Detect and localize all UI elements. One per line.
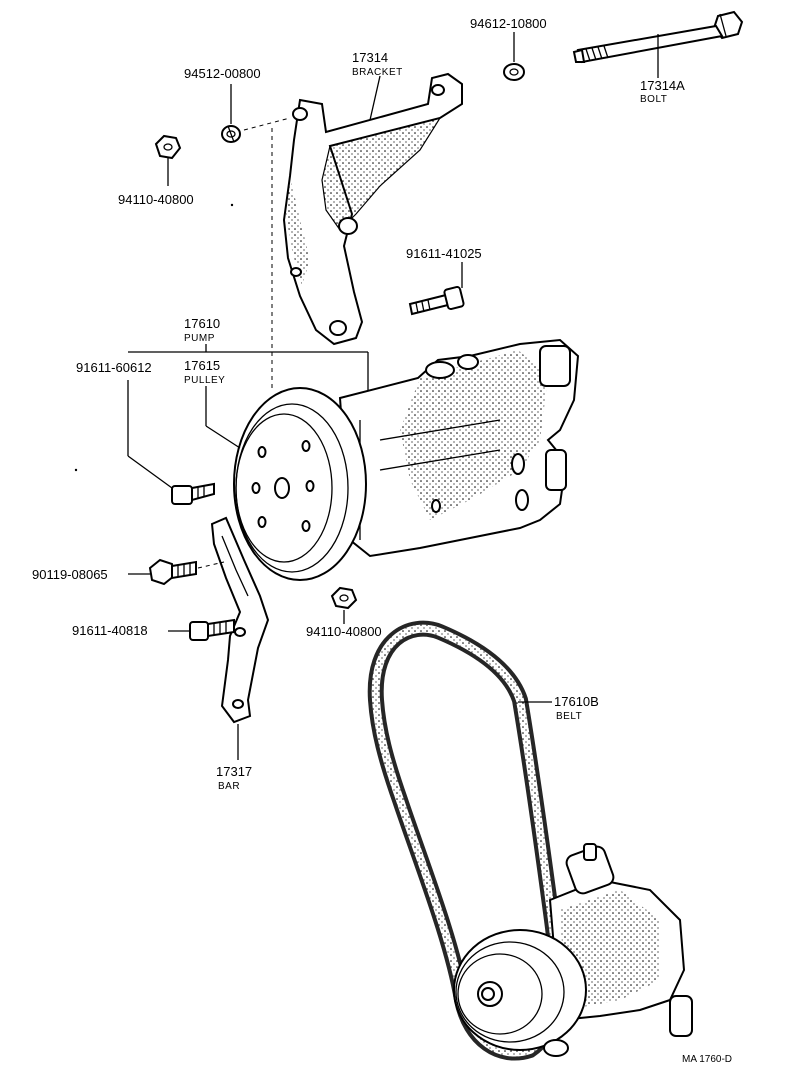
label-washer-top-num: 94612-10800	[470, 16, 547, 31]
label-bolt-long-num: 17314A	[640, 78, 685, 93]
bar-part[interactable]	[210, 516, 270, 724]
label-pump-name: PUMP	[184, 333, 215, 344]
stray-mark-2	[74, 468, 78, 472]
long-bolt-part[interactable]	[572, 10, 744, 64]
washer-top-part[interactable]	[503, 63, 525, 81]
stray-mark	[230, 203, 234, 207]
label-pulley-name: PULLEY	[184, 375, 225, 386]
label-nut-lower-num: 94110-40800	[306, 624, 382, 639]
nut-lower-part[interactable]	[330, 586, 358, 610]
lower-component	[453, 843, 693, 1057]
label-belt-name: BELT	[556, 711, 582, 722]
label-belt-num: 17610B	[554, 694, 599, 709]
bolt-bar-part[interactable]	[189, 618, 235, 641]
pulley-part[interactable]	[233, 387, 367, 581]
bolt-bracket-part[interactable]	[408, 285, 465, 316]
leader-bracket	[369, 75, 381, 121]
drawing-reference: MA 1760-D	[682, 1054, 732, 1065]
label-bar-name: BAR	[218, 781, 240, 792]
nut-top-part[interactable]	[154, 134, 182, 160]
label-bolt-long-name: BOLT	[640, 94, 667, 105]
washer-left-part[interactable]	[221, 125, 241, 143]
label-bolt-bracket-num: 91611-41025	[406, 246, 482, 261]
bolt-pulley-part[interactable]	[171, 482, 215, 505]
bolt-bar-top-part[interactable]	[148, 558, 197, 586]
alignment-washer-left	[243, 117, 291, 131]
pump-part[interactable]	[338, 338, 580, 558]
label-pump-num: 17610	[184, 316, 220, 331]
bracket-part[interactable]	[282, 72, 463, 346]
label-bolt-bar-num: 91611-40818	[72, 623, 148, 638]
leader-pump-pulley	[127, 344, 369, 489]
label-bracket-num: 17314	[352, 50, 388, 65]
label-bolt-bar-top-num: 90119-08065	[32, 567, 108, 582]
label-bracket-name: BRACKET	[352, 67, 403, 78]
label-pulley-num: 17615	[184, 358, 220, 373]
label-bar-num: 17317	[216, 764, 252, 779]
label-nut-top-num: 94110-40800	[118, 192, 194, 207]
label-bolt-pulley-num: 91611-60612	[76, 360, 152, 375]
label-washer-left-num: 94512-00800	[184, 66, 261, 81]
